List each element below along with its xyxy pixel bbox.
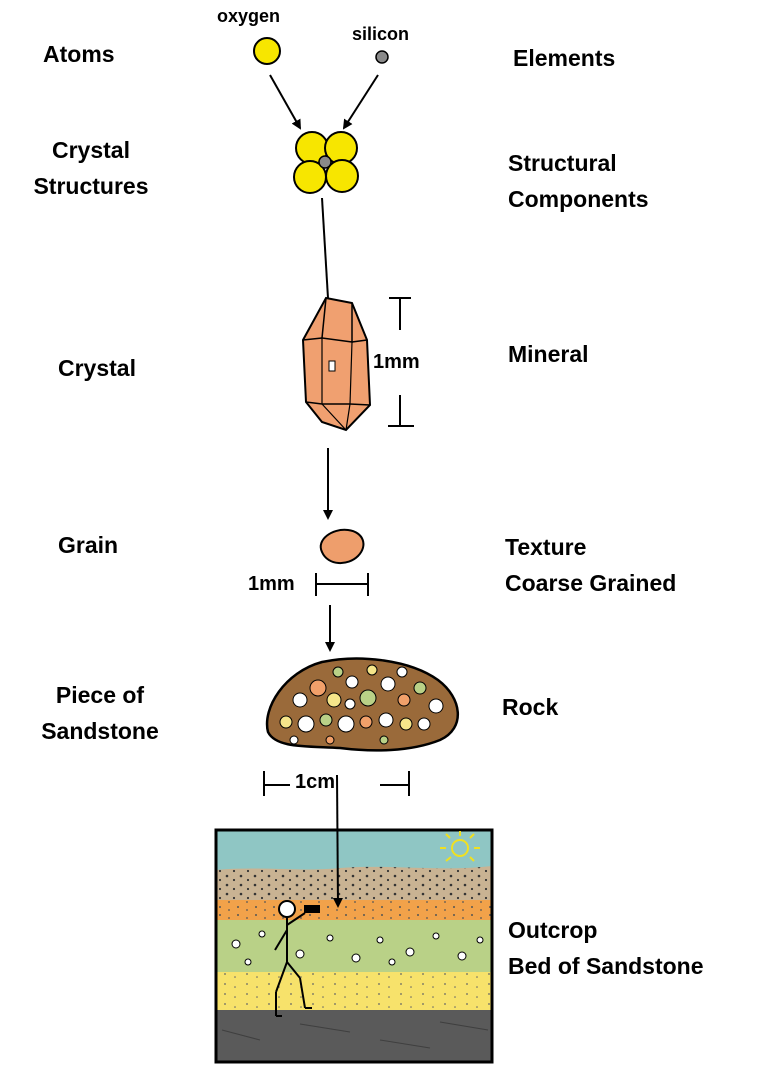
grain-scale-label: 1mm	[248, 573, 295, 596]
silicon-atom	[376, 51, 388, 63]
sandstone-piece	[267, 659, 458, 751]
grain-label: Grain	[58, 527, 118, 563]
piece-of-sandstone-label: Piece of Sandstone	[22, 677, 178, 749]
silicon-label: silicon	[352, 24, 409, 45]
structural-components-label: Structural Components	[508, 145, 649, 217]
structural-components-line-2: Components	[508, 181, 649, 217]
oxygen-atom	[254, 38, 280, 64]
grain-scale-bar	[316, 573, 368, 596]
rock-label: Rock	[502, 689, 558, 725]
arrow-oxygen-to-structure	[270, 75, 300, 128]
piece-of-sandstone-line-1: Piece of	[22, 677, 178, 713]
piece-of-sandstone-line-2: Sandstone	[22, 713, 178, 749]
outcrop-line-2: Bed of Sandstone	[508, 948, 704, 984]
quartz-crystal	[303, 298, 370, 430]
sand-grain	[321, 530, 364, 563]
rock-scale-label: 1cm	[295, 771, 335, 794]
texture-label: Texture Coarse Grained	[505, 529, 676, 601]
crystal-scale-label: 1mm	[373, 351, 420, 374]
outcrop-block	[216, 830, 492, 1062]
crystal-structures-line-2: Structures	[14, 168, 168, 204]
arrow-silicon-to-structure	[344, 75, 378, 128]
crystal-label: Crystal	[58, 350, 136, 386]
outcrop-line-1: Outcrop	[508, 912, 704, 948]
structural-components-line-1: Structural	[508, 145, 649, 181]
arrow-rock-to-outcrop	[337, 775, 338, 906]
texture-line-1: Texture	[505, 529, 676, 565]
elements-label: Elements	[513, 40, 615, 76]
crystal-structures-line-1: Crystal	[14, 132, 168, 168]
mineral-label: Mineral	[508, 336, 589, 372]
texture-line-2: Coarse Grained	[505, 565, 676, 601]
crystal-structure	[294, 132, 358, 193]
outcrop-label: Outcrop Bed of Sandstone	[508, 912, 704, 984]
atoms-label: Atoms	[43, 36, 115, 72]
crystal-structures-label: Crystal Structures	[14, 132, 168, 204]
oxygen-label: oxygen	[217, 6, 280, 27]
